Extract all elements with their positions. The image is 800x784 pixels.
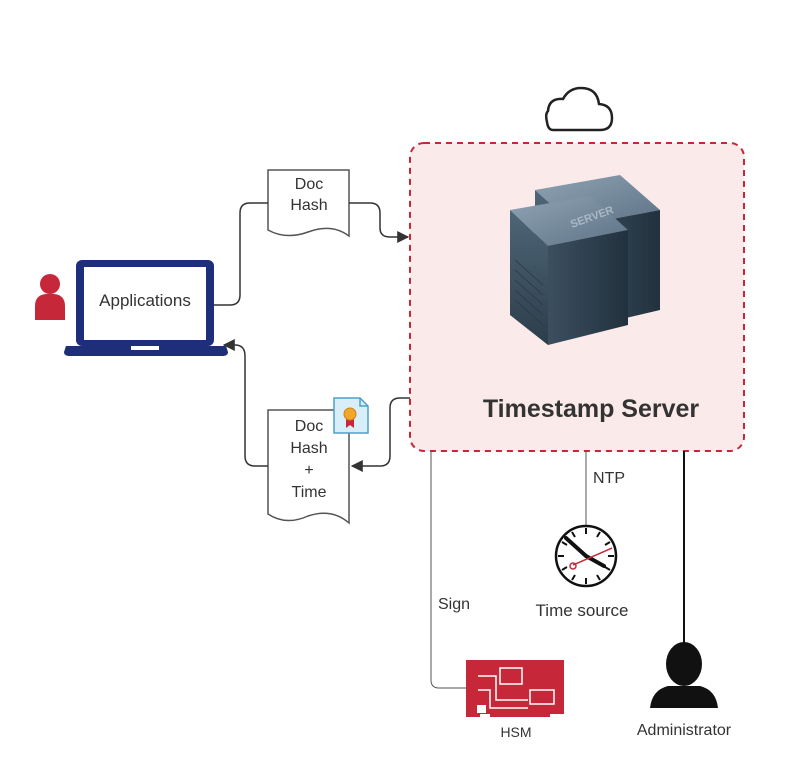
ret-label-line4: Time <box>292 484 327 501</box>
sign-line <box>430 451 468 689</box>
doc-to-server-arrow <box>349 202 410 243</box>
ret-label-line3: + <box>304 462 313 479</box>
ret-label-line2: Hash <box>290 440 327 457</box>
certificate-icon <box>333 397 369 434</box>
administrator-icon <box>650 642 718 708</box>
hsm-label: HSM <box>500 724 531 740</box>
doc-hash-label-line1: Doc <box>295 176 323 193</box>
doc-hash-time-document <box>267 409 350 525</box>
doc-hash-label-line2: Hash <box>290 197 327 214</box>
ret-label-line1: Doc <box>295 418 323 435</box>
laptop-to-doc-line <box>214 202 268 306</box>
cloud-icon <box>544 86 614 132</box>
doc-hash-document <box>267 169 350 238</box>
applications-label: Applications <box>99 291 191 310</box>
administrator-label: Administrator <box>637 722 732 739</box>
connectors <box>214 202 685 689</box>
hsm-card-icon <box>466 660 564 717</box>
laptop-icon <box>64 260 228 356</box>
ntp-label: NTP <box>593 470 625 487</box>
server-icon <box>510 175 660 345</box>
server-title: Timestamp Server <box>483 395 700 423</box>
sign-label: Sign <box>438 596 470 613</box>
person-icon <box>35 274 65 320</box>
time-source-label: Time source <box>536 601 629 620</box>
clock-icon <box>554 524 618 588</box>
return-doc-to-laptop-arrow <box>222 339 268 467</box>
server-to-return-doc-arrow <box>350 397 410 472</box>
